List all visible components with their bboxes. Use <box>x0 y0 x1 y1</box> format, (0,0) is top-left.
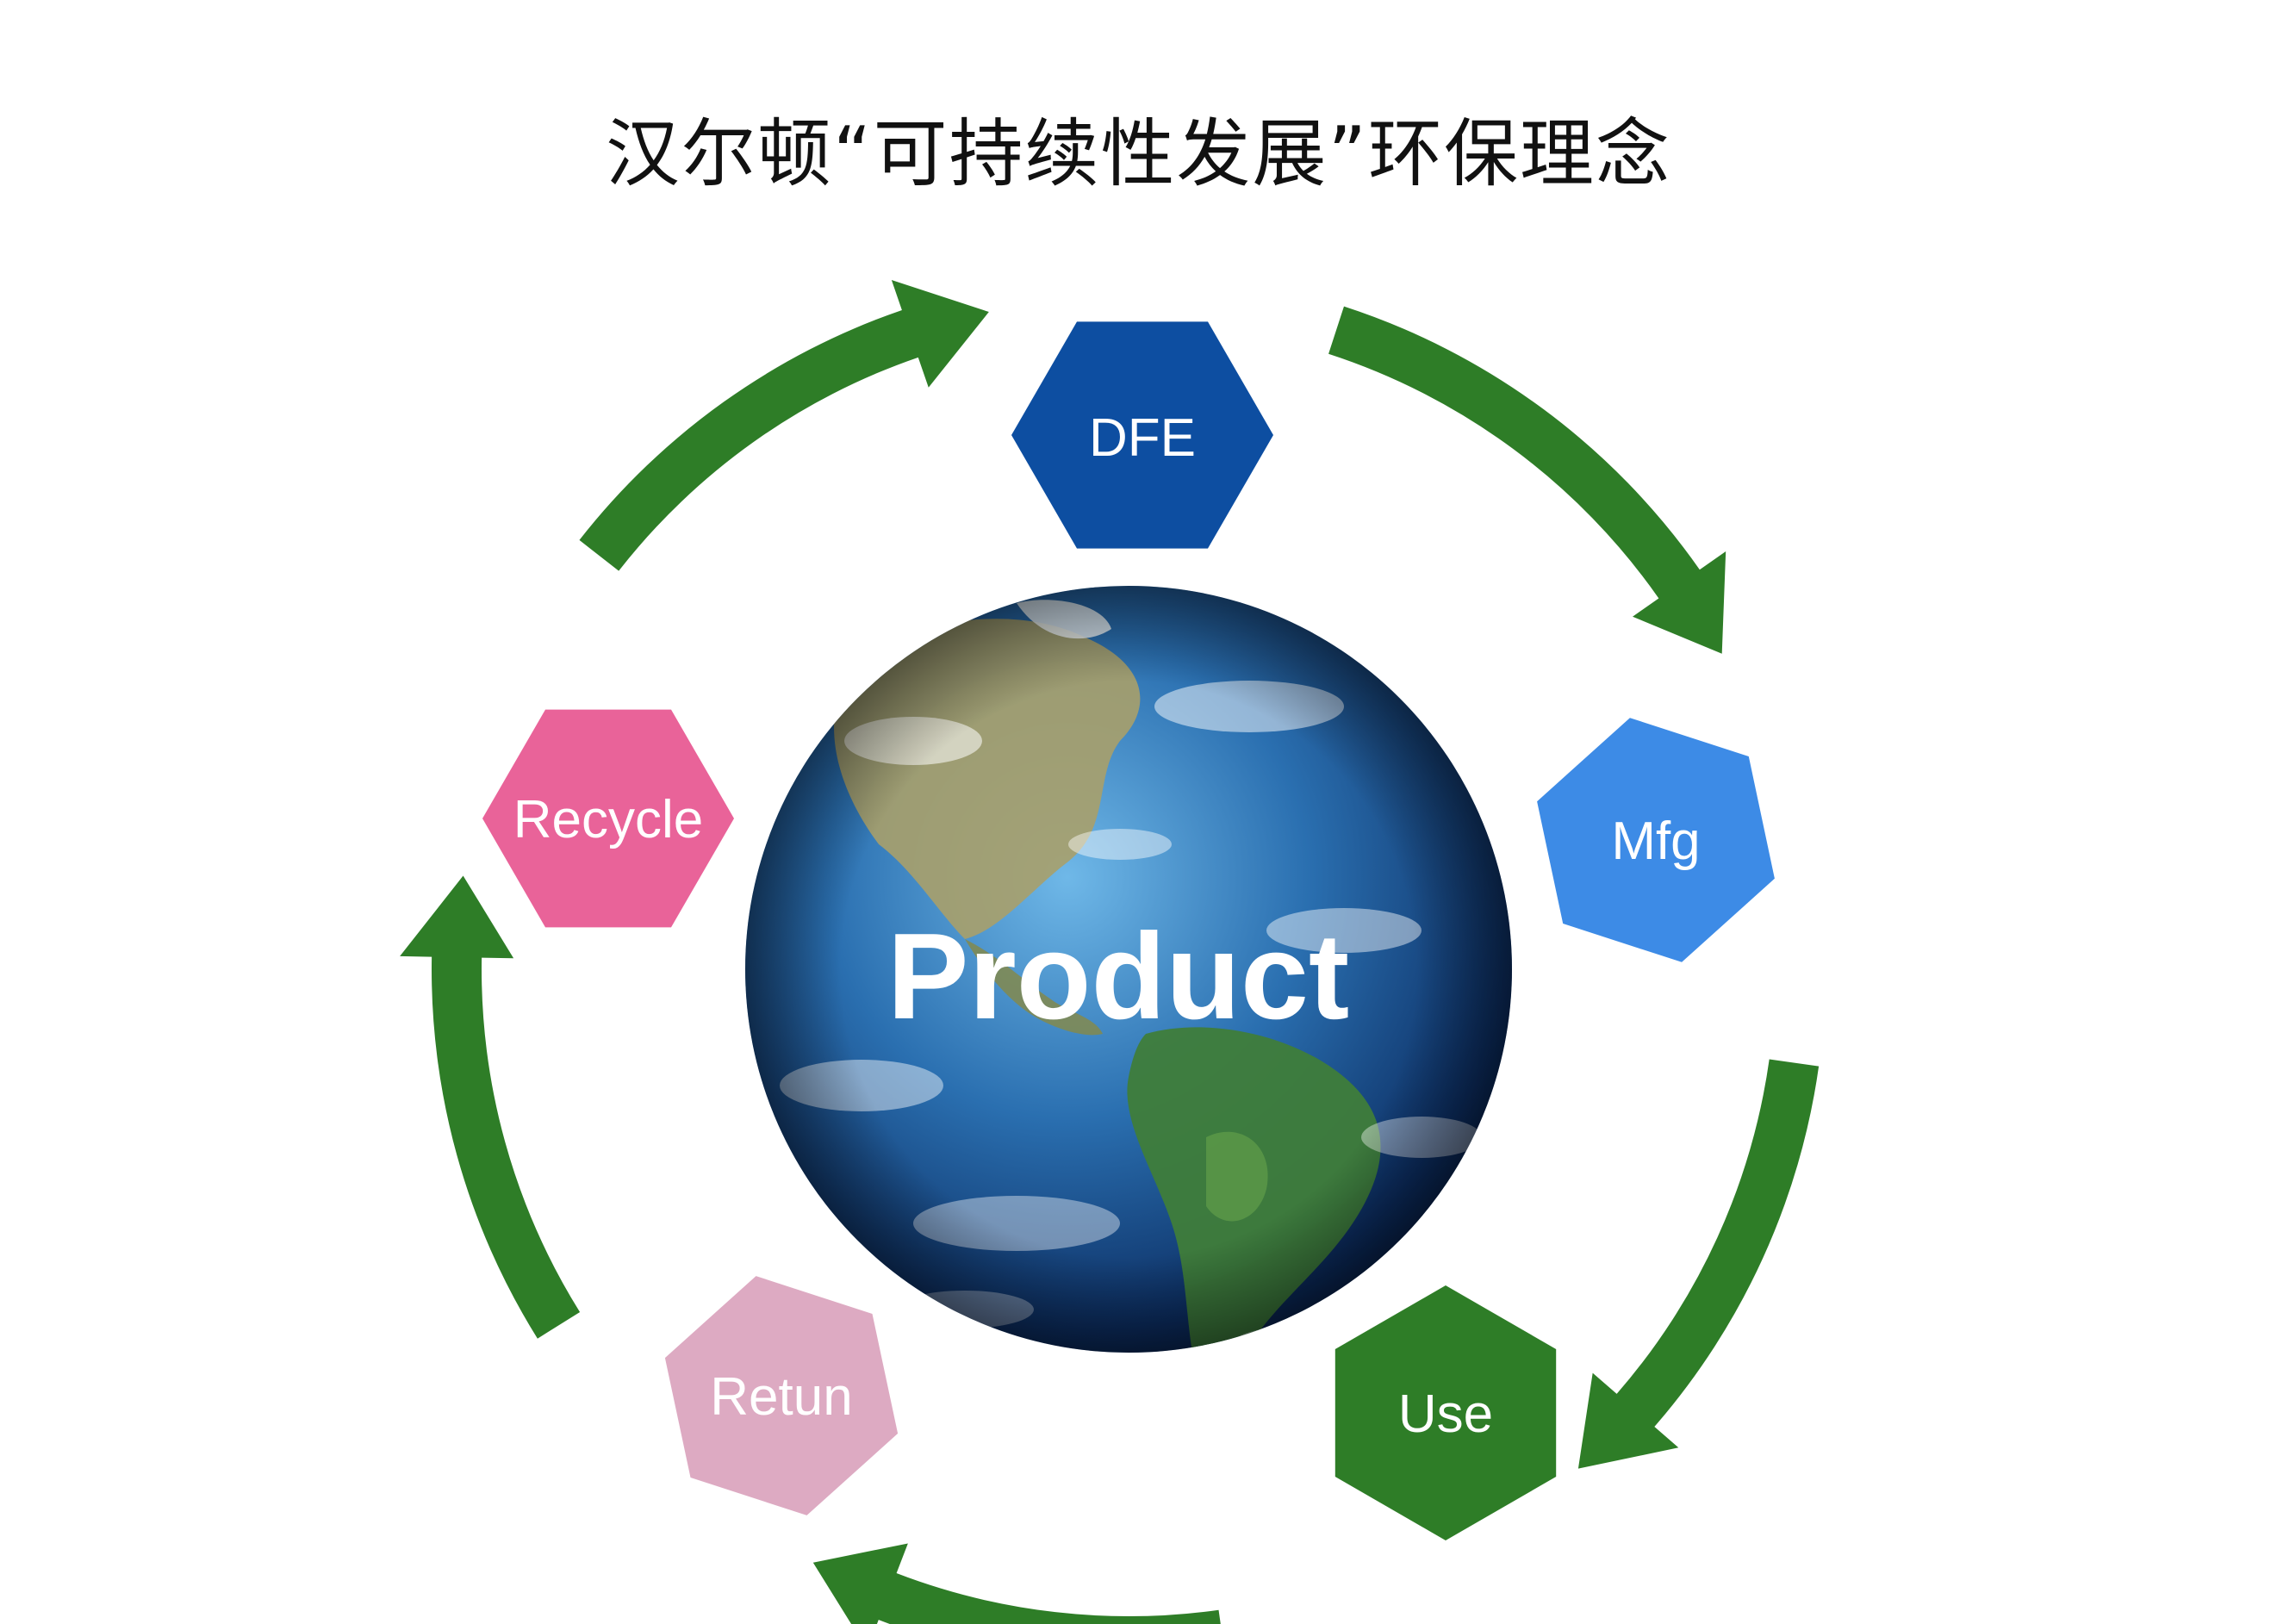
stage-label-dfe: DFE <box>1089 408 1196 468</box>
globe-icon <box>745 586 1512 1353</box>
arrow-dfe-to-mfg <box>1328 306 1726 654</box>
stage-dfe: DFE <box>1011 321 1273 549</box>
hexagon-shape <box>1334 1285 1557 1540</box>
hexagon-shape <box>1537 718 1775 962</box>
stage-recycle: Recycle <box>482 709 734 928</box>
arrow-mfg-to-use <box>1577 1059 1820 1469</box>
stage-label-retun: Retun <box>710 1367 852 1427</box>
stage-label-recycle: Recycle <box>513 790 704 849</box>
cycle-arrows <box>400 279 1820 1624</box>
stage-use: Use <box>1334 1285 1557 1540</box>
stage-label-mfg: Mfg <box>1611 812 1700 871</box>
stage-mfg: Mfg <box>1537 718 1775 962</box>
hexagon-shape <box>482 709 734 928</box>
arrow-recycle-to-dfe <box>579 279 989 571</box>
center-label: Product <box>887 908 1349 1045</box>
arrow-use-to-retun <box>812 1543 1221 1624</box>
arrow-retun-to-recycle <box>400 875 581 1339</box>
stage-label-use: Use <box>1398 1384 1493 1444</box>
hexagon-shape <box>664 1276 899 1515</box>
stage-retun: Retun <box>664 1276 899 1515</box>
hexagon-shape <box>1011 321 1273 549</box>
page-title: 汉尔顿“可持续性发展”环保理念 <box>605 111 1672 197</box>
